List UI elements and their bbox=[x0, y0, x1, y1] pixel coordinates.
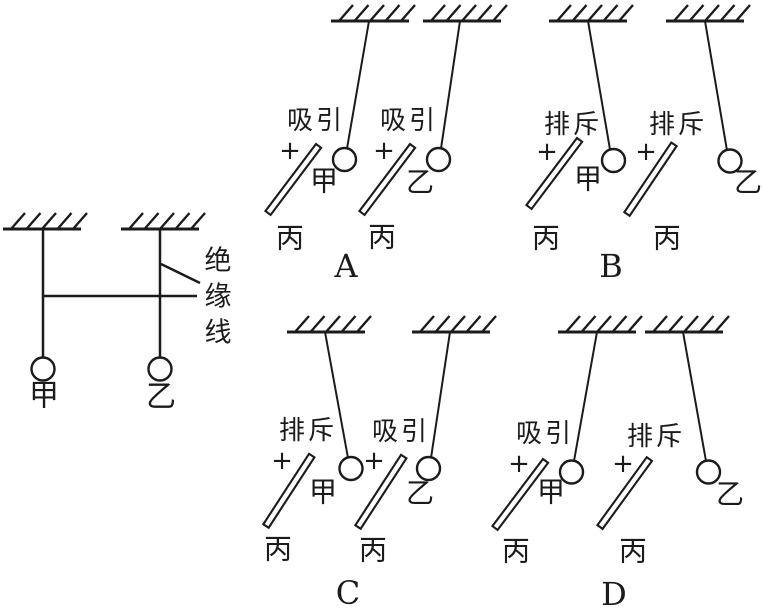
rod-bing-label: 丙 bbox=[653, 222, 681, 255]
plus-charge-sign: + bbox=[612, 449, 634, 479]
ball-jia-label: 甲 bbox=[310, 165, 338, 198]
interaction-label: 吸引 bbox=[287, 106, 345, 136]
insulating-thread-label: 绝 缘 线 bbox=[205, 246, 232, 349]
setup-figure: 甲 乙 绝 缘 线 bbox=[1, 211, 232, 415]
interaction-label: 排斥 bbox=[279, 416, 337, 446]
ceiling-hatch bbox=[421, 3, 509, 23]
string-line bbox=[587, 20, 611, 150]
option-letter-C: C bbox=[336, 574, 360, 609]
rod-bing-label: 丙 bbox=[619, 535, 647, 568]
plus-charge-sign: + bbox=[363, 446, 385, 476]
plus-charge-sign: + bbox=[536, 137, 558, 167]
string-line bbox=[682, 331, 707, 462]
label-pointer-line bbox=[160, 262, 201, 285]
plus-charge-sign: + bbox=[373, 136, 395, 166]
option-D-panel-1: 吸引 + 甲 丙 bbox=[491, 314, 644, 568]
ball-jia bbox=[30, 356, 56, 382]
string-line bbox=[324, 331, 349, 459]
ceiling-hatch bbox=[643, 314, 731, 334]
insulating-thread-char: 缘 bbox=[205, 282, 232, 313]
ball-jia-label: 甲 bbox=[309, 476, 337, 509]
option-A-panel-2: 吸引 + 乙 丙 bbox=[358, 3, 509, 254]
option-A: 吸引 + 甲 丙 吸引 + 乙 丙 A bbox=[264, 3, 509, 285]
ceiling-hatch bbox=[664, 3, 752, 23]
ceiling-hatch bbox=[285, 314, 373, 334]
option-A-panel-1: 吸引 + 甲 丙 bbox=[264, 3, 417, 255]
ball-jia-label: 甲 bbox=[29, 379, 59, 414]
ball-yi-label: 乙 bbox=[716, 478, 744, 511]
interaction-label: 排斥 bbox=[544, 110, 602, 140]
ball-yi-label: 乙 bbox=[406, 477, 434, 510]
ball-jia-label: 甲 bbox=[574, 163, 602, 196]
ball-jia-label: 甲 bbox=[537, 476, 565, 509]
ball-yi-label: 乙 bbox=[406, 166, 434, 199]
plus-charge-sign: + bbox=[271, 446, 293, 476]
ball-yi-label: 乙 bbox=[734, 166, 762, 199]
ceiling-hatch bbox=[1, 211, 89, 231]
rod-bing-label: 丙 bbox=[368, 221, 396, 254]
string-line bbox=[573, 331, 598, 462]
option-D-panel-2: 排斥 + 乙 丙 bbox=[596, 314, 744, 568]
option-B-panel-1: 排斥 + 甲 丙 bbox=[525, 3, 635, 255]
string-line bbox=[704, 20, 728, 151]
option-C-panel-1: 排斥 + 甲 丙 bbox=[262, 314, 373, 566]
interaction-label: 排斥 bbox=[627, 422, 685, 452]
interaction-label: 吸引 bbox=[372, 417, 430, 447]
rod-bing-label: 丙 bbox=[276, 222, 304, 255]
ball-jia bbox=[600, 147, 627, 174]
ceiling-hatch bbox=[547, 3, 635, 23]
plus-charge-sign: + bbox=[635, 137, 657, 167]
interaction-label: 排斥 bbox=[649, 110, 707, 140]
rod-bing-label: 丙 bbox=[264, 533, 292, 566]
insulating-thread-char: 线 bbox=[205, 318, 232, 349]
option-letter-D: D bbox=[601, 575, 627, 609]
option-C: 排斥 + 甲 丙 吸引 + 乙 丙 C bbox=[262, 314, 498, 609]
option-C-panel-2: 吸引 + 乙 丙 bbox=[354, 314, 498, 567]
insulating-thread-char: 绝 bbox=[205, 246, 232, 277]
option-letter-B: B bbox=[599, 247, 623, 285]
option-B-panel-2: 排斥 + 乙 丙 bbox=[623, 3, 762, 255]
rod-bing-label: 丙 bbox=[502, 535, 530, 568]
rod-bing-label: 丙 bbox=[359, 534, 387, 567]
interaction-label: 吸引 bbox=[516, 419, 574, 449]
ceiling-hatch bbox=[119, 211, 207, 231]
ceiling-hatch bbox=[410, 314, 498, 334]
plus-charge-sign: + bbox=[508, 449, 530, 479]
rod-bing-label: 丙 bbox=[532, 222, 560, 255]
plus-charge-sign: + bbox=[279, 136, 301, 166]
string-line bbox=[346, 20, 370, 149]
string-line bbox=[430, 331, 451, 459]
ceiling-hatch bbox=[556, 314, 644, 334]
option-D: 吸引 + 甲 丙 排斥 + 乙 丙 D bbox=[491, 314, 744, 609]
option-letter-A: A bbox=[333, 247, 358, 285]
string-line bbox=[440, 20, 461, 149]
ceiling-hatch bbox=[329, 3, 417, 23]
ball-yi bbox=[147, 356, 173, 382]
interaction-label: 吸引 bbox=[380, 106, 438, 136]
option-B: 排斥 + 甲 丙 排斥 + 乙 丙 B bbox=[525, 3, 762, 285]
ball-jia bbox=[338, 455, 364, 482]
ball-yi-label: 乙 bbox=[146, 380, 176, 415]
